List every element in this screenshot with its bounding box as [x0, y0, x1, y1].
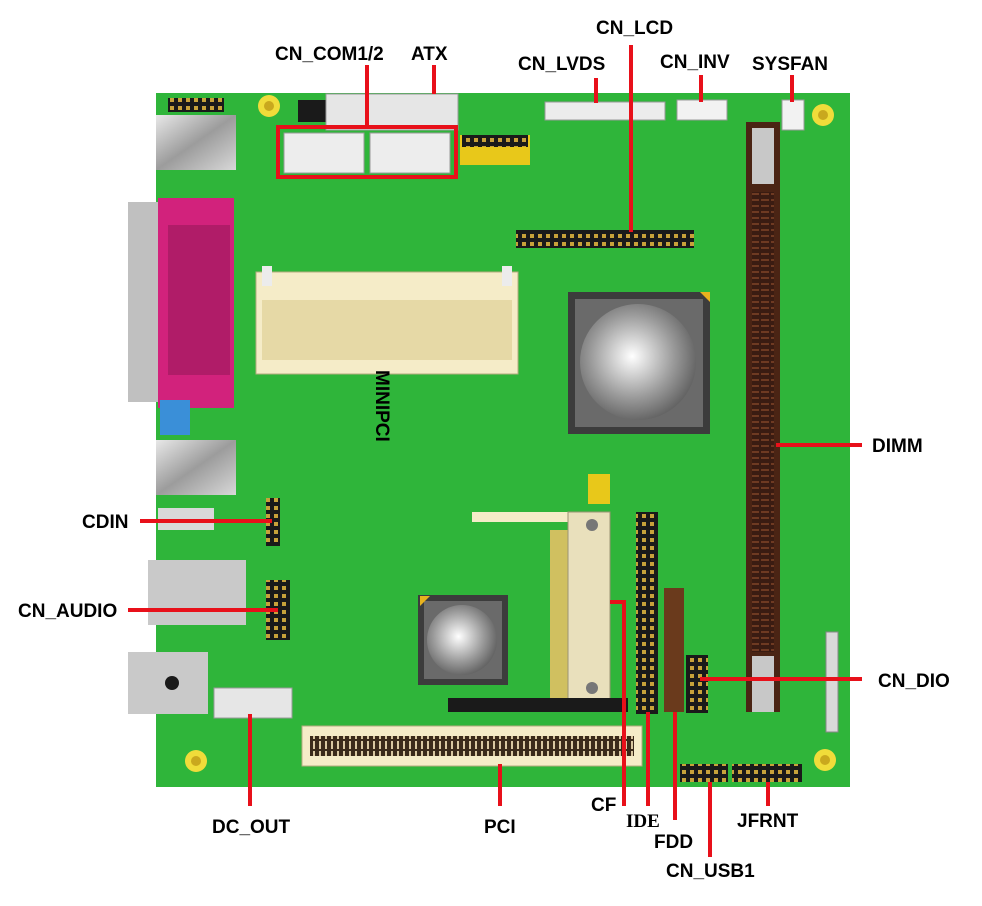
minipci-slot	[255, 266, 519, 375]
northbridge-chip	[568, 292, 710, 434]
leader-lines	[128, 45, 862, 857]
cf-socket	[472, 474, 611, 703]
cdin-header	[266, 498, 280, 546]
label-jfrnt: JFRNT	[737, 811, 799, 832]
label-cf: CF	[591, 795, 616, 816]
label-minipci: MINIPCI	[371, 370, 392, 442]
pci-slot	[301, 725, 643, 767]
label-dc-out: DC_OUT	[212, 817, 291, 838]
label-atx: ATX	[411, 44, 448, 65]
jfrnt-header	[732, 764, 802, 782]
label-cn-dio: CN_DIO	[878, 671, 950, 692]
label-dimm: DIMM	[872, 436, 923, 457]
label-cn-lcd: CN_LCD	[596, 18, 673, 39]
label-cn-usb1: CN_USB1	[666, 861, 755, 882]
ide-header	[636, 512, 658, 714]
label-cn-lvds: CN_LVDS	[518, 54, 605, 75]
fdd-connector	[664, 588, 684, 712]
label-fdd: FDD	[654, 832, 693, 853]
label-cn-inv: CN_INV	[660, 52, 730, 73]
label-cdin: CDIN	[82, 512, 128, 533]
dio-header	[686, 655, 708, 713]
mounting-holes	[185, 95, 836, 772]
label-cn-audio: CN_AUDIO	[18, 601, 117, 622]
dimm-slot	[746, 122, 780, 712]
southbridge-chip	[418, 595, 508, 685]
label-cn-com12: CN_COM1/2	[275, 44, 384, 65]
rear-io-ports	[128, 98, 293, 719]
label-sysfan: SYSFAN	[752, 54, 828, 75]
usb1-header	[680, 764, 728, 782]
label-pci: PCI	[484, 817, 516, 838]
label-ide: IDE	[626, 811, 660, 832]
